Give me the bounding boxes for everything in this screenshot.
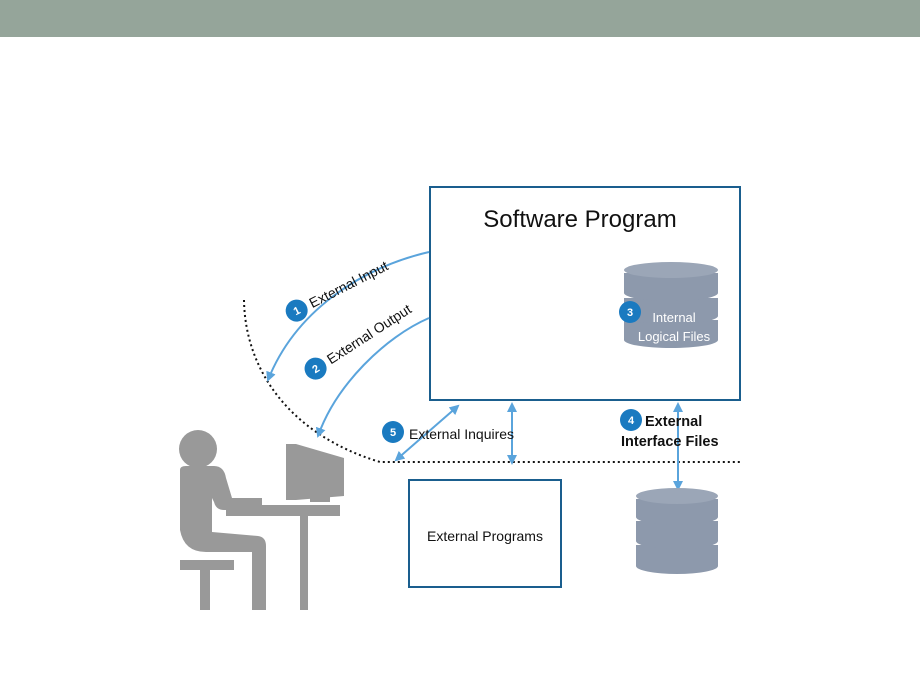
svg-text:3: 3 (627, 307, 633, 319)
internal-files-label-line1: Internal (652, 310, 695, 325)
external-database-icon (636, 488, 718, 574)
svg-text:2: 2 (310, 363, 322, 376)
internal-files-label-line2: Logical Files (638, 329, 711, 344)
external-inquires-label: External Inquires (409, 426, 514, 442)
external-inquires-arrow (394, 404, 460, 462)
svg-text:5: 5 (390, 427, 396, 439)
badge-3: 3 (619, 301, 641, 323)
external-programs-box (408, 479, 562, 588)
slide-header-bar (0, 0, 920, 37)
badge-1 (285, 299, 308, 322)
external-output-arrow (315, 317, 430, 438)
external-input-arrow (266, 251, 430, 382)
external-interface-label-line1: External (645, 414, 702, 430)
external-interface-label-line2: Interface Files (621, 434, 719, 450)
external-programs-label: External Programs (427, 528, 543, 544)
badge-5: 5 (382, 421, 404, 443)
user-at-computer-icon (179, 430, 344, 610)
external-input-group: 1 External Input (285, 257, 391, 322)
svg-text:4: 4 (628, 415, 635, 427)
software-program-title: Software Program (483, 206, 676, 233)
badge-4: 4 (620, 409, 642, 431)
svg-text:1: 1 (292, 305, 303, 318)
external-input-label: External Input (306, 257, 390, 311)
boundary-dotted-line (243, 299, 740, 463)
internal-database-icon (624, 262, 718, 348)
badge-2 (304, 357, 327, 380)
